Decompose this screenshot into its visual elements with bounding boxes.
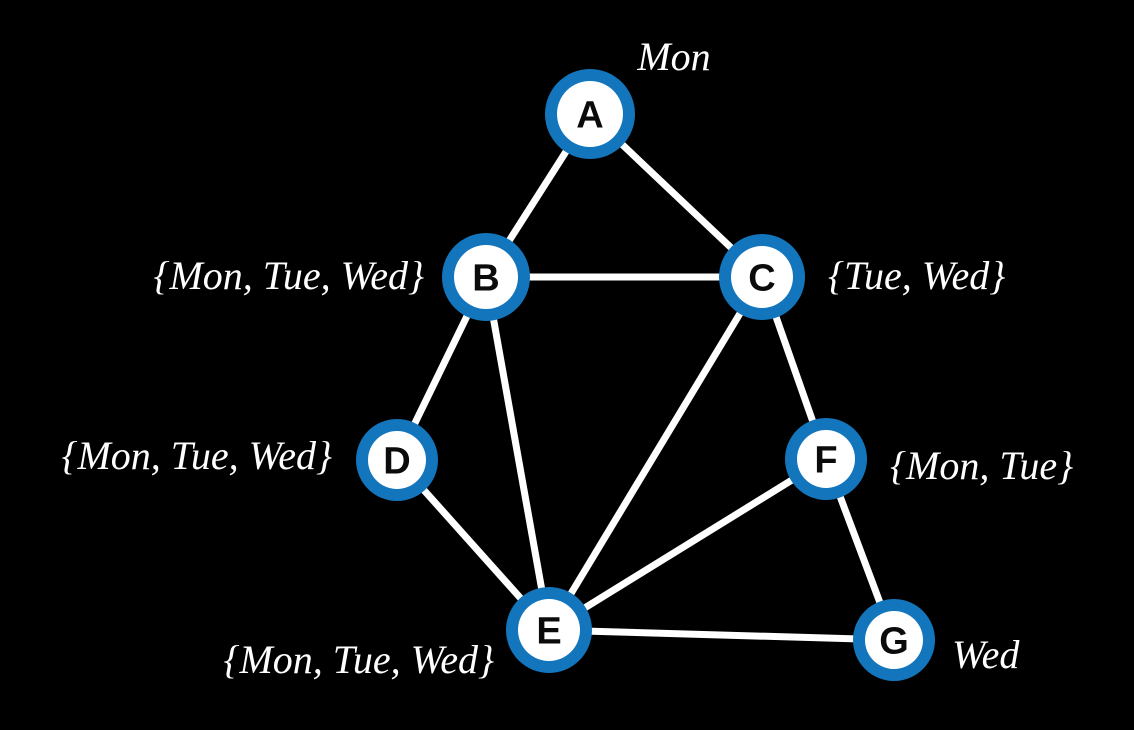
edge-C-E bbox=[545, 273, 766, 634]
labels-layer: Mon {Mon, Tue, Wed} {Tue, Wed} {Mon, Tue, W… bbox=[61, 34, 1073, 682]
nodes-layer: A B C D F E G bbox=[356, 69, 935, 681]
node-B-domain-label: {Mon, Tue, Wed} bbox=[153, 253, 424, 298]
node-C: C bbox=[719, 234, 805, 320]
node-A-letter: A bbox=[576, 95, 603, 137]
node-A-disc bbox=[557, 81, 623, 147]
node-E-disc bbox=[518, 599, 580, 661]
edge-E-G bbox=[545, 626, 898, 644]
node-D-disc bbox=[368, 431, 426, 489]
node-A: A bbox=[545, 69, 635, 159]
node-D-letter: D bbox=[383, 441, 410, 483]
node-B-disc bbox=[454, 245, 518, 309]
node-E-letter: E bbox=[536, 611, 561, 653]
node-D: D bbox=[356, 419, 438, 501]
node-G-disc bbox=[865, 611, 923, 669]
edges-layer bbox=[393, 110, 898, 644]
node-F-disc bbox=[797, 430, 855, 488]
node-C-domain-label: {Tue, Wed} bbox=[828, 253, 1005, 298]
node-G-domain-label: Wed bbox=[952, 632, 1020, 677]
node-E-domain-label: {Mon, Tue, Wed} bbox=[223, 637, 494, 682]
edge-B-E bbox=[482, 273, 553, 634]
node-E: E bbox=[506, 587, 592, 673]
node-G: G bbox=[853, 599, 935, 681]
node-C-disc bbox=[731, 246, 793, 308]
node-G-letter: G bbox=[879, 621, 909, 663]
node-D-domain-label: {Mon, Tue, Wed} bbox=[61, 433, 332, 478]
edge-E-F bbox=[545, 455, 830, 634]
node-F: F bbox=[785, 418, 867, 500]
node-B: B bbox=[442, 233, 530, 321]
node-F-letter: F bbox=[814, 440, 837, 482]
node-F-domain-label: {Mon, Tue} bbox=[890, 443, 1073, 488]
node-A-domain-label: Mon bbox=[636, 34, 710, 79]
node-B-letter: B bbox=[472, 258, 499, 300]
node-C-letter: C bbox=[748, 258, 775, 300]
